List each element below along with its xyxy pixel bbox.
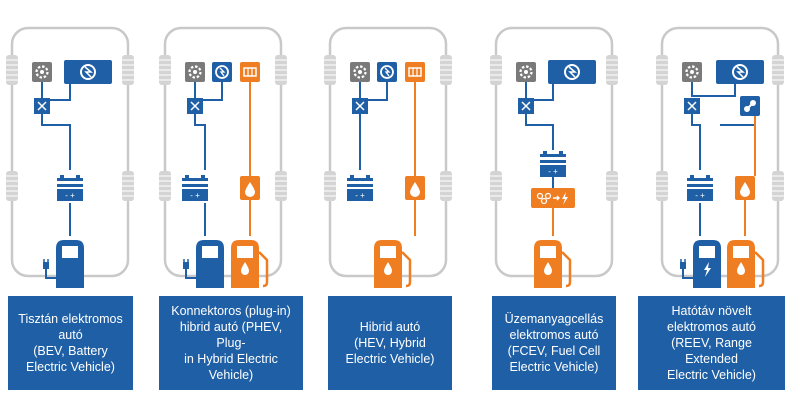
inverter-icon	[33, 97, 51, 115]
label-line: in Hybrid Electric	[184, 352, 278, 366]
tire-icon	[158, 170, 172, 202]
tire-icon	[605, 54, 619, 86]
tire-icon	[489, 54, 503, 86]
gear-icon	[30, 60, 54, 84]
label-line: autó	[58, 328, 83, 342]
label-phev: Konnektoros (plug-in) hibrid autó (PHEV,…	[159, 296, 303, 390]
combustion-engine-icon	[404, 61, 426, 83]
vehicle-phev	[158, 26, 288, 290]
label-line: Konnektoros (plug-in)	[171, 304, 291, 318]
charging-station-icon	[679, 239, 722, 289]
label-line: elektromos autó	[667, 320, 756, 334]
tire-icon	[274, 54, 288, 86]
tire-icon	[323, 54, 337, 86]
label-line: Vehicle)	[208, 368, 254, 382]
gear-icon	[514, 60, 538, 84]
tire-icon	[121, 54, 135, 86]
label-line: Tisztán elektromos	[18, 312, 123, 326]
charging-station-icon	[42, 239, 85, 289]
label-line: (FCEV, Fuel Cell	[507, 344, 601, 358]
generator-icon	[739, 95, 761, 117]
hydrogen-pump-icon	[532, 238, 572, 290]
label-line: (REEV, Range Extended	[671, 336, 752, 366]
electric-motor-icon	[376, 61, 398, 83]
label-bev: Tisztán elektromos autó (BEV, Battery El…	[8, 296, 133, 390]
combustion-engine-icon	[239, 61, 261, 83]
tire-icon	[655, 170, 669, 202]
label-line: elektromos autó	[509, 328, 599, 342]
tire-icon	[439, 54, 453, 86]
battery-icon	[687, 175, 713, 201]
tire-icon	[323, 170, 337, 202]
battery-icon	[57, 175, 83, 201]
label-line: Hibrid autó	[359, 320, 421, 334]
inverter-icon	[517, 97, 535, 115]
charging-station-icon	[182, 239, 225, 289]
gear-icon	[348, 60, 372, 84]
label-line: hibrid autó (PHEV, Plug-	[179, 320, 283, 350]
fuel-pump-icon	[372, 238, 412, 290]
electric-motor-icon	[211, 61, 233, 83]
label-line: Electric Vehicle)	[345, 352, 435, 366]
vehicle-bev	[5, 26, 135, 289]
tire-icon	[771, 170, 785, 202]
gear-icon	[680, 60, 704, 84]
fuel-tank-icon	[405, 176, 425, 200]
tire-icon	[655, 54, 669, 86]
fuel-tank-icon	[240, 176, 260, 200]
label-line: Electric Vehicle)	[667, 368, 756, 382]
fuel-cell-icon	[530, 187, 576, 209]
label-line: Electric Vehicle)	[26, 360, 115, 374]
label-line: Üzemanyagcellás	[504, 312, 604, 326]
tire-icon	[605, 170, 619, 202]
tire-icon	[5, 54, 19, 86]
tire-icon	[121, 170, 135, 202]
label-reev: Hatótáv növelt elektromos autó (REEV, Ra…	[638, 296, 785, 390]
label-line: Hatótáv növelt	[671, 304, 752, 318]
battery-icon	[347, 175, 373, 201]
label-line: (BEV, Battery	[33, 344, 108, 358]
vehicle-reev	[655, 26, 785, 290]
battery-icon	[182, 175, 208, 201]
vehicle-hev	[323, 26, 453, 290]
tire-icon	[5, 170, 19, 202]
electric-motor-icon	[547, 59, 597, 85]
fuel-pump-icon	[725, 238, 765, 290]
tire-icon	[158, 54, 172, 86]
fuel-tank-icon	[735, 176, 755, 200]
vehicle-fcev	[489, 26, 619, 290]
gear-icon	[183, 60, 207, 84]
label-hev: Hibrid autó (HEV, Hybrid Electric Vehicl…	[328, 296, 452, 390]
label-fcev: Üzemanyagcellás elektromos autó (FCEV, F…	[492, 296, 616, 390]
inverter-icon	[351, 97, 369, 115]
electric-motor-icon	[63, 59, 113, 85]
electric-motor-icon	[715, 59, 765, 85]
inverter-icon	[186, 97, 204, 115]
inverter-icon	[683, 97, 701, 115]
label-line: (HEV, Hybrid	[354, 336, 426, 350]
fuel-pump-icon	[229, 238, 269, 290]
tire-icon	[489, 170, 503, 202]
tire-icon	[439, 170, 453, 202]
tire-icon	[771, 54, 785, 86]
battery-icon	[540, 151, 566, 177]
label-line: Electric Vehicle)	[509, 360, 599, 374]
tire-icon	[274, 170, 288, 202]
